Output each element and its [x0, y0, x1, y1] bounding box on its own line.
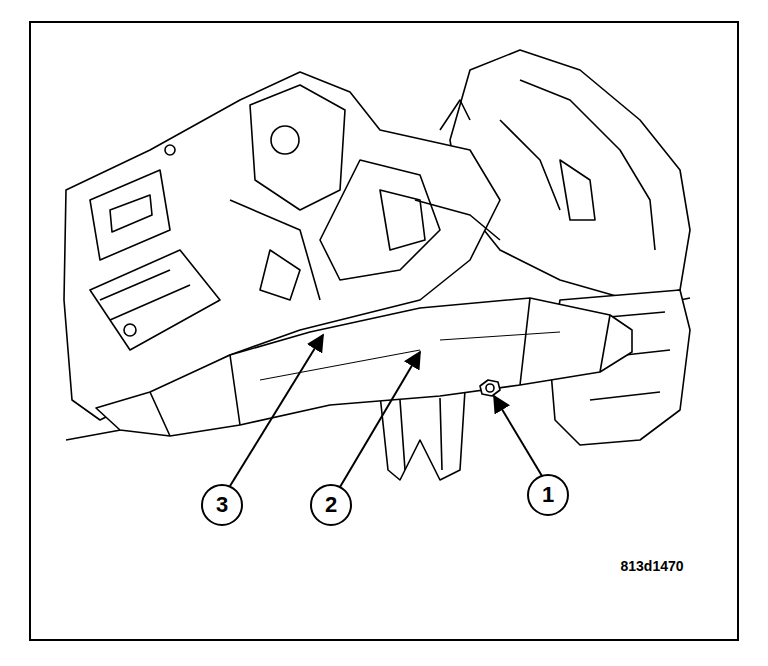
callout-number: 3	[216, 494, 228, 516]
callout-circles	[202, 475, 568, 525]
hvac-housing	[64, 50, 690, 480]
frame-border	[30, 22, 738, 640]
callout-number: 1	[542, 484, 554, 506]
figure-code: 813d1470	[620, 559, 683, 573]
leader-lines	[230, 335, 542, 487]
callout-number: 2	[325, 494, 337, 516]
